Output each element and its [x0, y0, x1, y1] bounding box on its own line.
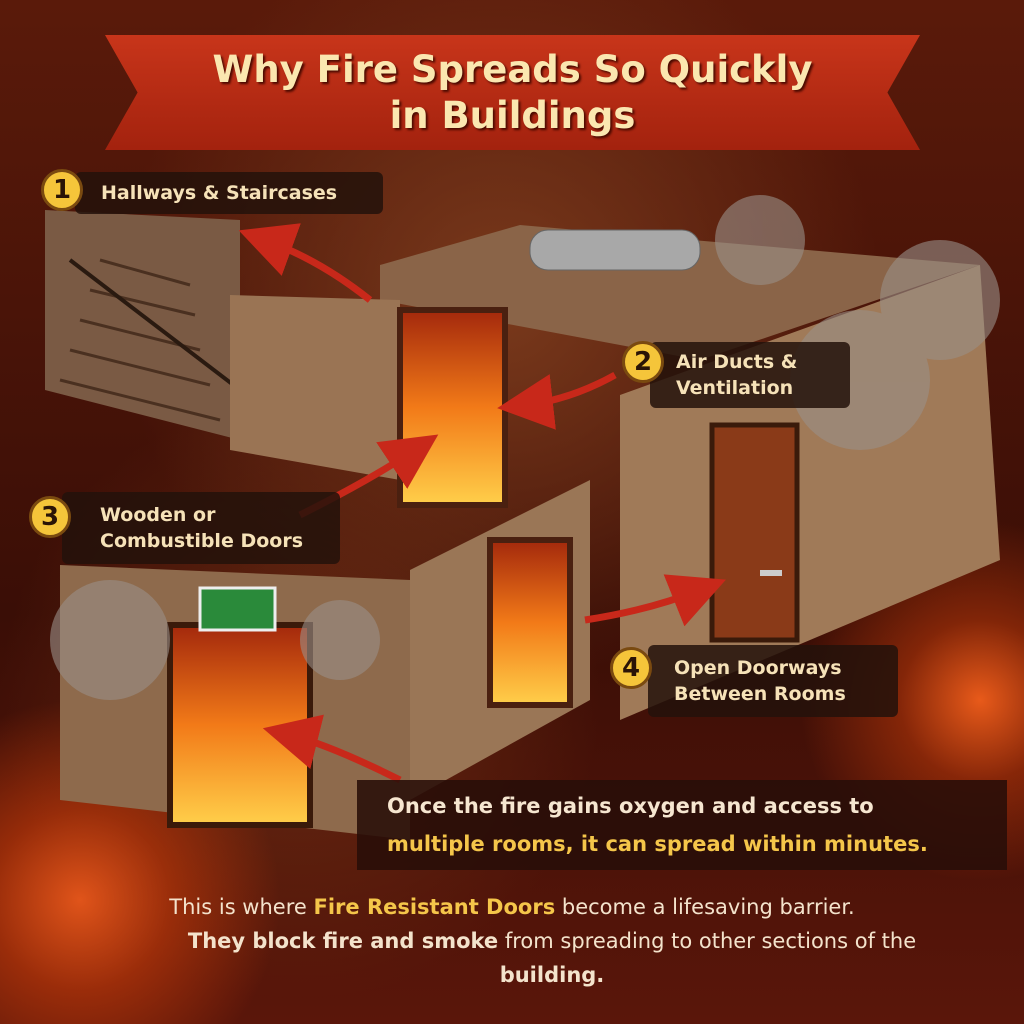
label-hallways-staircases: Hallways & Staircases — [75, 172, 383, 214]
label-air-ducts: Air Ducts & Ventilation — [650, 342, 850, 408]
label-number-3: 3 — [29, 496, 71, 538]
title-line-2: in Buildings — [389, 93, 636, 137]
bottom-message: This is where Fire Resistant Doors becom… — [0, 890, 1024, 992]
burning-doorway-1 — [397, 307, 508, 508]
bottom-text: This is where — [169, 895, 314, 919]
wooden-door — [709, 422, 800, 643]
burning-exit-door — [167, 622, 313, 828]
bottom-text: building. — [499, 963, 605, 987]
caption-box: Once the fire gains oxygen and access to… — [357, 780, 1007, 870]
title-line-1: Why Fire Spreads So Quickly — [212, 47, 813, 91]
staircase — [45, 210, 242, 440]
air-duct — [529, 229, 701, 271]
caption-line-2: multiple rooms, it can spread within min… — [387, 832, 928, 856]
label-text: Combustible Doors — [100, 530, 303, 552]
highlight-fire-resistant-doors: Fire Resistant Doors — [313, 895, 556, 919]
label-text: Wooden or — [100, 504, 216, 526]
exit-sign — [198, 586, 277, 632]
label-number-2: 2 — [622, 341, 664, 383]
bottom-bold-text: They block fire and smoke — [187, 929, 499, 953]
label-text: Air Ducts & — [676, 351, 798, 373]
bottom-text: become a lifesaving barrier. — [555, 895, 855, 919]
caption-line-1: Once the fire gains oxygen and access to — [387, 794, 874, 818]
title-banner: Why Fire Spreads So Quickly in Buildings — [105, 35, 920, 150]
label-number-1: 1 — [41, 169, 83, 211]
label-text: Open Doorways — [674, 657, 842, 679]
burning-doorway-2 — [487, 537, 573, 708]
label-number-4: 4 — [610, 647, 652, 689]
bottom-text: from spreading to other sections of the — [498, 929, 917, 953]
label-text: Between Rooms — [674, 683, 846, 705]
label-text: Ventilation — [676, 377, 794, 399]
label-wooden-doors: Wooden or Combustible Doors — [62, 492, 340, 564]
label-text: Hallways & Staircases — [101, 182, 338, 204]
smoke — [50, 195, 1000, 700]
